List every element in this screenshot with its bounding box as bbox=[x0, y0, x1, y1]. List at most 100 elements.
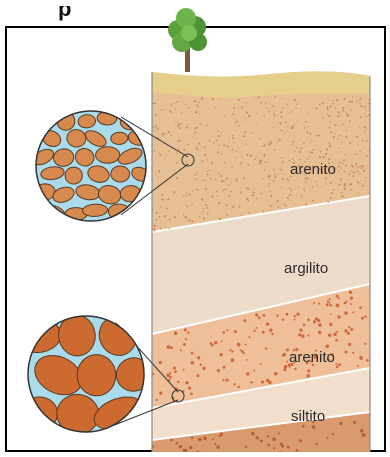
grain-dot bbox=[239, 349, 241, 351]
grain-dot bbox=[268, 143, 270, 145]
grain-dot bbox=[210, 178, 212, 180]
grain-dot bbox=[359, 151, 361, 153]
grain-dot bbox=[217, 152, 219, 154]
grain-dot bbox=[211, 196, 213, 198]
grain-dot bbox=[224, 162, 226, 164]
grain-dot bbox=[159, 361, 162, 364]
grain-dot bbox=[323, 156, 325, 158]
grain-dot bbox=[312, 186, 314, 188]
grain-dot bbox=[243, 135, 245, 137]
grain-dot bbox=[221, 153, 222, 154]
grain-dot bbox=[280, 111, 282, 113]
grain-dot bbox=[288, 181, 289, 182]
grain-dot bbox=[256, 123, 257, 124]
grain-dot bbox=[194, 132, 196, 134]
grain-dot bbox=[238, 344, 241, 347]
grain-dot bbox=[199, 216, 200, 217]
grain-dot bbox=[159, 216, 161, 218]
grain-dot bbox=[250, 381, 253, 384]
grain-dot bbox=[266, 379, 269, 382]
grain-dot bbox=[267, 444, 270, 447]
topsoil-layer bbox=[152, 60, 370, 98]
grain-dot bbox=[177, 153, 178, 154]
grain-dot bbox=[156, 127, 158, 129]
grain-dot bbox=[319, 104, 321, 106]
grain-dot bbox=[352, 311, 354, 313]
grain-dot bbox=[359, 99, 360, 100]
grain-dot bbox=[328, 158, 330, 160]
grain-dot bbox=[204, 154, 206, 156]
grain-dot bbox=[228, 184, 230, 186]
grain-dot bbox=[205, 179, 206, 180]
grain-dot bbox=[337, 112, 338, 113]
grain-dot bbox=[325, 153, 327, 155]
grain-dot bbox=[319, 156, 321, 158]
grain-dot bbox=[185, 381, 188, 384]
grain-dot bbox=[232, 113, 234, 115]
grain-dot bbox=[241, 215, 242, 216]
grain-dot bbox=[326, 107, 328, 109]
grain-dot bbox=[261, 160, 263, 162]
grain-dot bbox=[357, 170, 359, 172]
grain-dot bbox=[309, 142, 310, 143]
grain-dot bbox=[177, 126, 178, 127]
grain-dot bbox=[222, 379, 224, 381]
grain-dot bbox=[189, 193, 191, 195]
grain-dot bbox=[259, 160, 261, 162]
grain-dot bbox=[309, 133, 311, 135]
tree-icon bbox=[168, 8, 207, 72]
grain-dot bbox=[305, 204, 307, 206]
grain-dot bbox=[241, 156, 242, 157]
grain-dot bbox=[332, 100, 333, 101]
grain-dot bbox=[185, 104, 187, 106]
grain-dot bbox=[178, 106, 179, 107]
grain-dot bbox=[329, 323, 332, 326]
grain-dot bbox=[194, 128, 196, 130]
grain-dot bbox=[238, 99, 240, 101]
grain-dot bbox=[358, 193, 359, 194]
grain-dot bbox=[191, 361, 195, 365]
grain-dot bbox=[162, 199, 164, 201]
grain-dot bbox=[273, 112, 274, 113]
grain-dot bbox=[270, 141, 272, 143]
grain-dot bbox=[177, 140, 179, 142]
grain-dot bbox=[220, 97, 221, 98]
grain-dot bbox=[340, 181, 341, 182]
grain-dot bbox=[270, 143, 272, 145]
grain-dot bbox=[361, 105, 363, 107]
grain-dot bbox=[244, 343, 246, 345]
grain-dot bbox=[241, 107, 242, 108]
grain-dot bbox=[160, 453, 164, 457]
grain-dot bbox=[217, 369, 220, 372]
sand-grain bbox=[130, 207, 155, 221]
grain-dot bbox=[163, 135, 164, 136]
grain-dot bbox=[253, 192, 255, 194]
grain-dot bbox=[306, 183, 307, 184]
grain-dot bbox=[232, 137, 234, 139]
grain-dot bbox=[280, 187, 281, 188]
grain-dot bbox=[339, 162, 341, 164]
grain-dot bbox=[207, 159, 208, 160]
grain-dot bbox=[272, 105, 274, 107]
grain-dot bbox=[166, 208, 168, 210]
grain-dot bbox=[164, 215, 166, 217]
grain-dot bbox=[296, 103, 298, 105]
grain-dot bbox=[303, 142, 305, 144]
grain-dot bbox=[168, 151, 169, 152]
grain-dot bbox=[284, 365, 288, 369]
grain-dot bbox=[281, 129, 283, 131]
grain-dot bbox=[349, 121, 351, 123]
grain-dot bbox=[326, 303, 329, 306]
grain-dot bbox=[337, 115, 339, 117]
grain-dot bbox=[299, 329, 302, 332]
grain-dot bbox=[326, 148, 328, 150]
grain-dot bbox=[259, 138, 261, 140]
grain-dot bbox=[223, 366, 226, 369]
grain-dot bbox=[233, 205, 234, 206]
grain-dot bbox=[359, 103, 360, 104]
grain-dot bbox=[287, 179, 289, 181]
grain-dot bbox=[169, 372, 171, 374]
grain-dot bbox=[342, 195, 344, 197]
grain-dot bbox=[279, 122, 281, 124]
grain-dot bbox=[356, 154, 358, 156]
